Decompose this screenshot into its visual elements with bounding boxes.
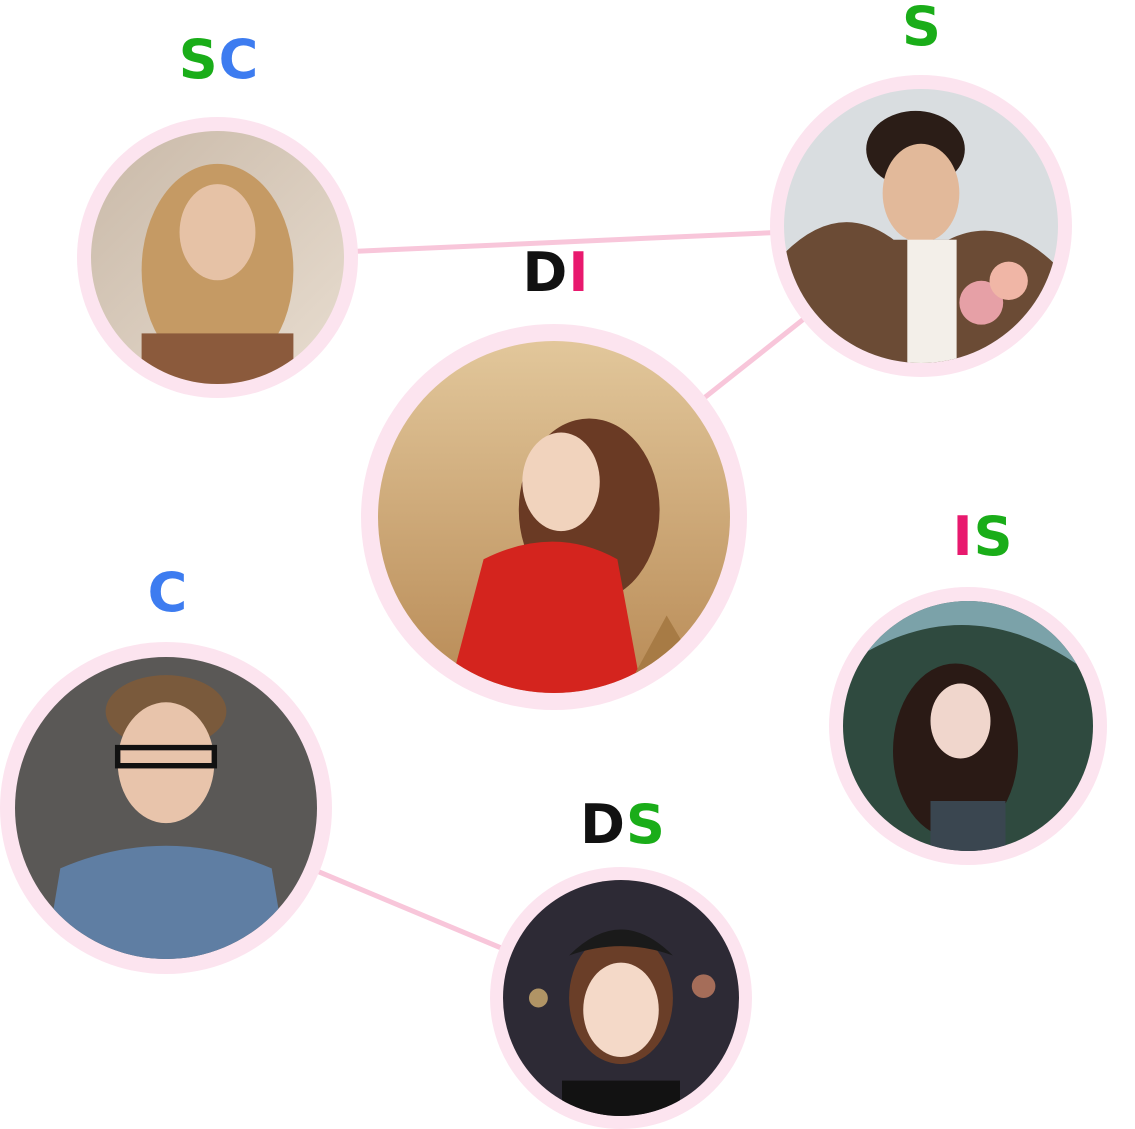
node-is[interactable] xyxy=(829,587,1107,865)
node-s[interactable] xyxy=(770,75,1072,377)
node-label-ds: DS xyxy=(580,798,666,852)
letter-d: D xyxy=(522,241,569,304)
letter-s: S xyxy=(178,28,219,91)
letter-c: C xyxy=(218,28,260,91)
letter-d: D xyxy=(580,793,626,856)
woman-red-scarf-wheat-field-photo xyxy=(378,341,730,693)
node-c[interactable] xyxy=(0,642,332,974)
node-di[interactable] xyxy=(361,324,747,710)
letter-i: I xyxy=(952,505,974,568)
letter-s: S xyxy=(902,0,942,58)
node-label-di: DI xyxy=(523,246,590,300)
woman-blonde-portrait-photo xyxy=(91,131,344,384)
node-sc[interactable] xyxy=(77,117,358,398)
node-label-sc: SC xyxy=(179,33,260,87)
node-label-s: S xyxy=(902,0,942,54)
woman-polka-dot-headband-city-night-photo xyxy=(503,880,739,1116)
node-label-is: IS xyxy=(953,510,1014,564)
woman-umbrella-rain-photo xyxy=(843,601,1093,851)
man-holding-roses-photo xyxy=(784,89,1058,363)
letter-c: C xyxy=(147,561,189,624)
letter-i: I xyxy=(568,241,590,304)
letter-s: S xyxy=(625,793,666,856)
man-glasses-blue-shirt-photo xyxy=(15,657,317,959)
node-ds[interactable] xyxy=(490,867,752,1129)
letter-s: S xyxy=(973,505,1014,568)
node-label-c: C xyxy=(148,566,189,620)
